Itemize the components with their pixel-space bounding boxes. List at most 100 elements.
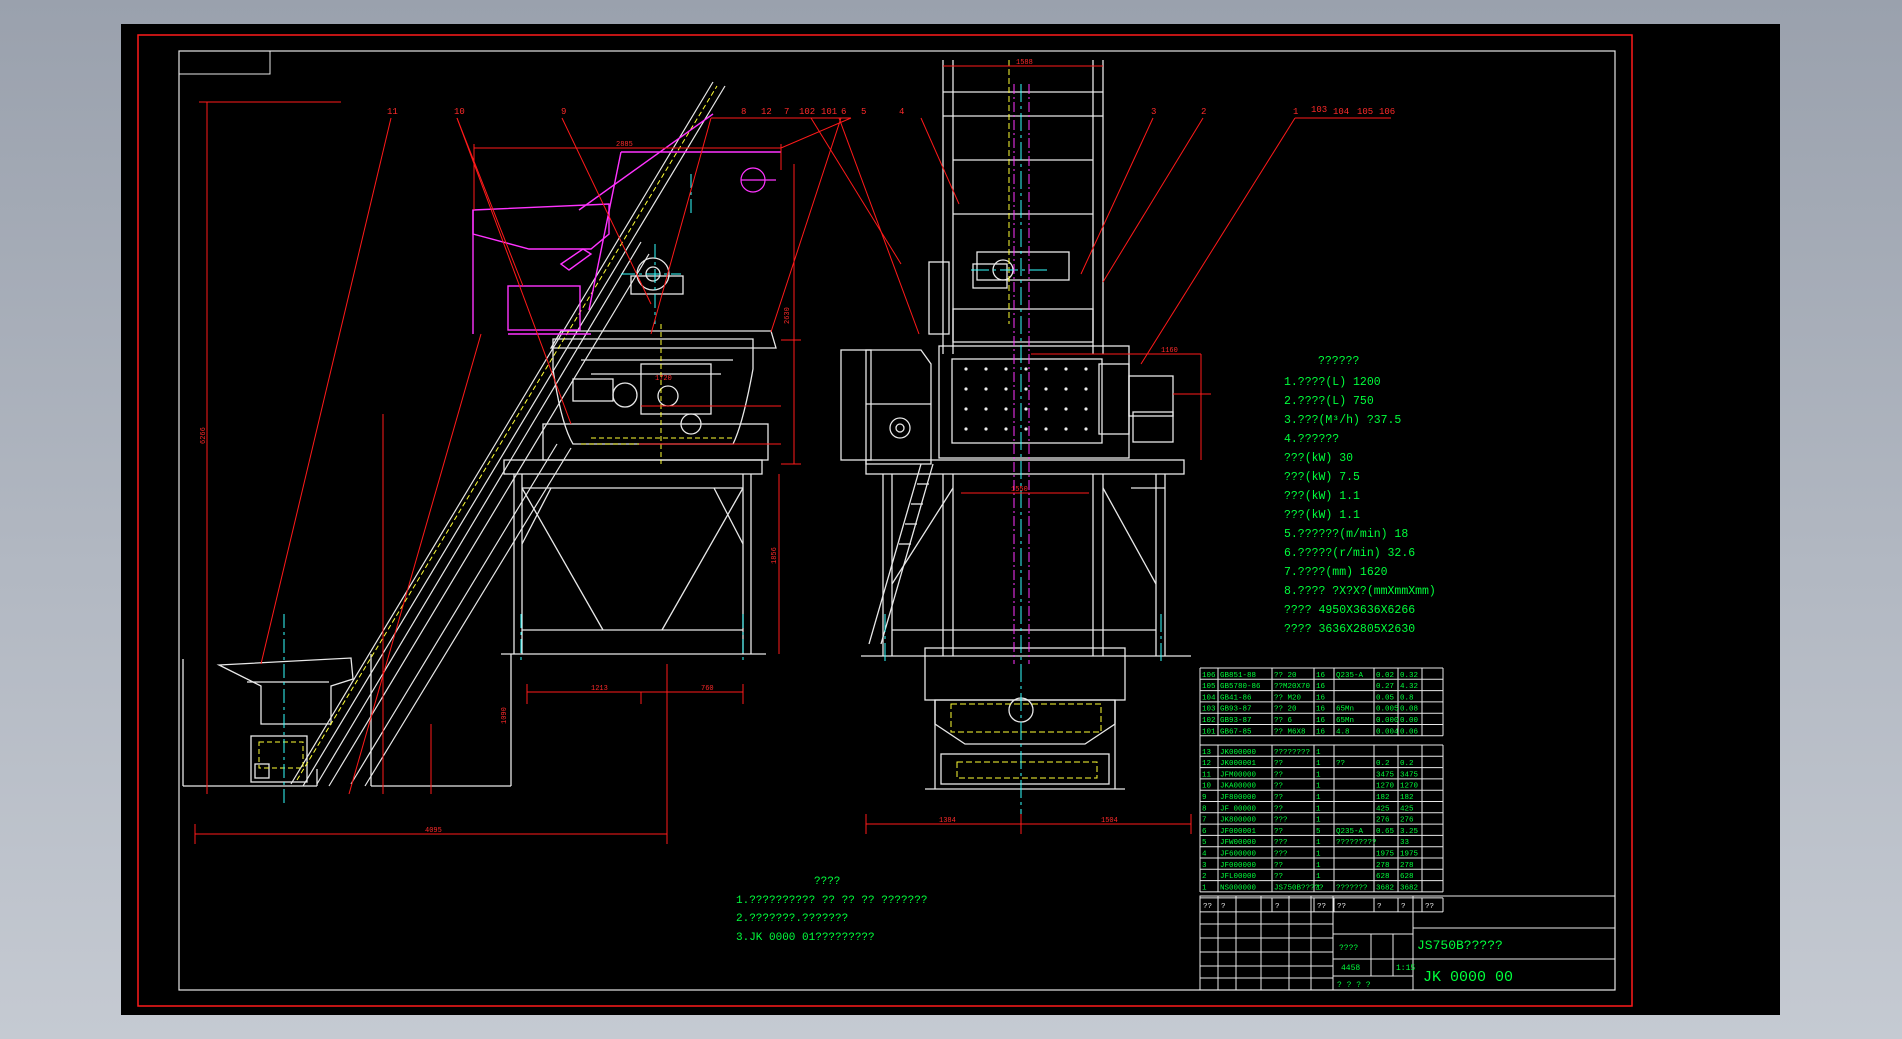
bom_std-cell: 0.02	[1376, 672, 1394, 680]
bom_parts-cell: ??	[1336, 760, 1345, 768]
bom_parts-cell: JK000000	[1220, 749, 1257, 757]
bom_std-cell: 16	[1316, 672, 1326, 680]
note-line-2: 2.???????.???????	[736, 913, 848, 925]
bom_std-cell: GB41-86	[1220, 694, 1252, 702]
bom_parts-cell: Q235-A	[1336, 828, 1364, 836]
notes-block: ???? 1.?????????? ?? ?? ?? ??????? 2.???…	[736, 876, 927, 944]
bom_parts-cell: 1	[1316, 851, 1321, 859]
bom_parts-cell: 1	[1316, 805, 1321, 813]
callout-101: 101	[821, 107, 837, 117]
bom_parts-cell: JS750B?????	[1274, 884, 1324, 892]
dim-bottom-left: 1384	[939, 817, 956, 825]
drawing-code: JK 0000 00	[1423, 969, 1513, 986]
bom_parts-cell: ??	[1274, 828, 1283, 836]
bom_parts-cell: 13	[1202, 749, 1212, 757]
bom_std-cell: 103	[1202, 706, 1216, 714]
bom_parts-cell: JFW00000	[1220, 839, 1257, 847]
callout-6: 6	[841, 107, 846, 117]
callout-12: 12	[761, 107, 772, 117]
bom_parts-cell: 1	[1316, 884, 1321, 892]
dim-right-top: 1588	[1016, 59, 1033, 67]
outer-border	[137, 34, 1633, 1007]
bom_parts-cell: 8	[1202, 805, 1207, 813]
scale-label: ????	[1339, 944, 1358, 953]
bom_std-cell: GB93-87	[1220, 717, 1252, 725]
bom_std-cell: ?? M6X8	[1274, 728, 1306, 736]
callout-11: 11	[387, 107, 398, 117]
bom_parts-cell: ???	[1274, 839, 1288, 847]
rivet-grid	[964, 367, 1088, 431]
bom_parts-cell: JF000000	[1220, 862, 1257, 870]
drawing-name: JS750B?????	[1417, 938, 1503, 953]
bom_parts-cell: 182	[1400, 794, 1414, 802]
sheet-count: ? ? ? ?	[1337, 981, 1371, 990]
bom_parts-cell: JF000001	[1220, 828, 1257, 836]
left-view: 2885 2630 1856 1213 760 4095 6266 1090 1…	[182, 81, 920, 844]
bom_parts-cell: 2	[1202, 873, 1207, 881]
spec-line-11: 7.????(mm) 1620	[1284, 566, 1388, 579]
bom_parts-cell: 1	[1316, 783, 1321, 791]
bom_std-cell: ?? 6	[1274, 717, 1293, 725]
callout-9: 9	[561, 107, 566, 117]
bom_std-cell: 16	[1316, 717, 1326, 725]
bom_parts-cell: 3	[1202, 862, 1207, 870]
callout-3: 3	[1151, 107, 1156, 117]
bom_std-cell: GB5780-86	[1220, 683, 1261, 691]
dim-left-base1: 1213	[591, 685, 608, 693]
bom_parts-cell: JK800000	[1220, 817, 1257, 825]
spec-line-3: 3.???(M³/h) ?37.5	[1284, 414, 1401, 427]
note-line-1: 1.?????????? ?? ?? ?? ???????	[736, 895, 927, 907]
spec-line-1: 1.????(L) 1200	[1284, 376, 1381, 389]
bom_parts-cell: ???	[1274, 817, 1288, 825]
bom_parts-cell: ???????	[1336, 884, 1368, 892]
bom_parts-cell: JK000001	[1220, 760, 1257, 768]
bom_parts-cell: NS000000	[1220, 884, 1257, 892]
dim-height-total: 6266	[200, 427, 208, 444]
bom_parts-cell: 0.65	[1376, 828, 1395, 836]
bom_parts-cell: 628	[1400, 873, 1414, 881]
bom_parts-cell: 12	[1202, 760, 1211, 768]
bom_std-cell: 0.00	[1400, 717, 1419, 725]
bom_parts-cell: 3.25	[1400, 828, 1419, 836]
dim-top-width: 2885	[616, 141, 633, 149]
bom_std-cell: 0.8	[1400, 694, 1414, 702]
callout-104: 104	[1333, 107, 1349, 117]
bom_parts-cell: ?????????	[1336, 839, 1377, 847]
right-view: 1588 1160 1550 1384 1504 1720 4 3 2 1 10…	[655, 59, 1395, 834]
drawing-canvas[interactable]: 2885 2630 1856 1213 760 4095 6266 1090 1…	[121, 24, 1780, 1015]
title-block: JS750B????? JK 0000 00 ???? 4458 1:15 ? …	[1199, 895, 1616, 991]
bom_parts-cell: ??	[1274, 771, 1283, 779]
dim-height-leg: 1856	[771, 547, 779, 564]
bom_parts-cell: 1	[1316, 862, 1321, 870]
bom-header-cell: ??	[1317, 903, 1326, 911]
bom_parts-cell: 276	[1400, 817, 1414, 825]
bom_parts-cell: ??	[1274, 794, 1283, 802]
bom_parts-cell: JF800000	[1220, 794, 1257, 802]
bom_parts-cell: 33	[1400, 839, 1410, 847]
bom_std-cell: 16	[1316, 728, 1326, 736]
spec-line-14: ???? 3636X2805X2630	[1284, 623, 1415, 636]
bom_std-cell: 4.8	[1336, 728, 1350, 736]
bom_std-cell: 0.05	[1376, 694, 1395, 702]
dim-pit-depth: 1090	[501, 707, 509, 724]
dim-inner-width: 1720	[655, 375, 672, 383]
dim-bottom-right: 1504	[1101, 817, 1118, 825]
bom_parts-cell: 0.2	[1376, 760, 1390, 768]
inner-border	[178, 50, 1616, 991]
bom-header-cell: ?	[1401, 903, 1406, 911]
bom_parts-cell: 1	[1316, 749, 1321, 757]
bom_parts-cell: ??	[1274, 783, 1283, 791]
bom_parts-cell: 0.2	[1400, 760, 1414, 768]
bom_parts-cell: 276	[1376, 817, 1390, 825]
bom_std-cell: 4.32	[1400, 683, 1418, 691]
bom_parts-cell: JFL00000	[1220, 873, 1257, 881]
bom_parts-cell: 10	[1202, 783, 1212, 791]
bom_parts-cell: 278	[1376, 862, 1390, 870]
bom_std-cell: 105	[1202, 683, 1216, 691]
bom_std-cell: 101	[1202, 728, 1216, 736]
bom_std-cell: 0.000	[1376, 717, 1399, 725]
bom_std-cell: ?? 20	[1274, 706, 1297, 714]
bom_parts-cell: JKA00000	[1220, 783, 1257, 791]
callout-4: 4	[899, 107, 904, 117]
bom_parts-cell: JFM00000	[1220, 771, 1257, 779]
